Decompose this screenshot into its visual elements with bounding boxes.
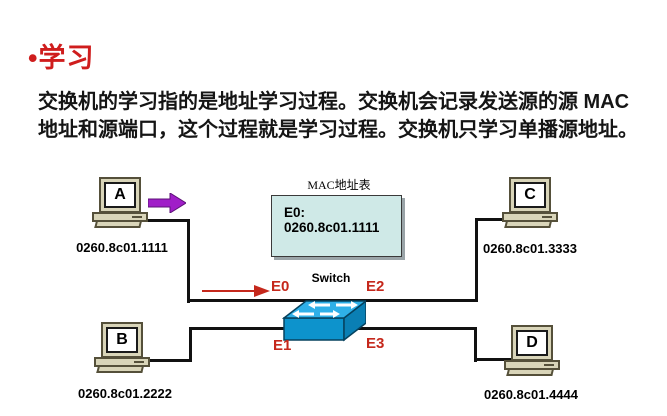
cable-host-a-horizontal <box>141 219 190 222</box>
host-d-base-icon <box>506 370 554 376</box>
body-text: 交换机的学习指的是地址学习过程。交换机会记录发送源的源 MAC 地址和源端口，这… <box>38 88 663 144</box>
host-a-letter: A <box>104 182 136 208</box>
host-c-base-icon <box>504 222 552 228</box>
mac-table-entry: E0: 0260.8c01.1111 <box>284 205 380 235</box>
cable-host-a-vertical <box>187 219 190 303</box>
host-a-monitor-icon: A <box>99 177 141 213</box>
body-text-line-2: 地址和源端口，这个过程就是学习过程。交换机只学习单播源地址。 <box>38 119 638 141</box>
host-b-monitor-icon: B <box>101 322 143 358</box>
cable-host-c-horizontal <box>475 218 513 221</box>
cable-host-d-vertical <box>474 329 477 362</box>
host-c-icon: C <box>502 177 560 228</box>
host-d-mac-label: 0260.8c01.4444 <box>484 387 578 402</box>
mac-table-box: E0: 0260.8c01.1111 <box>271 195 402 257</box>
host-b-mac-label: 0260.8c01.2222 <box>78 386 172 401</box>
host-b-system-unit-icon <box>94 357 150 367</box>
page-title: •学习 <box>28 43 95 73</box>
red-arrow-icon <box>202 285 270 297</box>
host-a-mac-label: 0260.8c01.1111 <box>76 240 168 255</box>
host-b-base-icon <box>96 367 144 373</box>
host-d-monitor-icon: D <box>511 325 553 361</box>
cable-host-c-vertical <box>475 218 478 302</box>
host-d-letter: D <box>516 330 548 356</box>
port-label-e1: E1 <box>273 337 292 354</box>
cable-host-d-horizontal <box>474 358 516 361</box>
frame-send-arrow-icon <box>148 193 186 213</box>
host-c-mac-label: 0260.8c01.3333 <box>483 241 577 256</box>
host-d-icon: D <box>504 325 562 376</box>
mac-table-title: MAC地址表 <box>307 178 371 192</box>
host-a-base-icon <box>94 222 142 228</box>
host-b-icon: B <box>94 322 152 373</box>
switch-label: Switch <box>311 271 351 285</box>
cable-host-b-vertical <box>189 329 192 362</box>
body-text-line-1: 交换机的学习指的是地址学习过程。交换机会记录发送源的源 MAC <box>38 91 630 113</box>
host-c-system-unit-icon <box>502 212 558 222</box>
host-d-system-unit-icon <box>504 360 560 370</box>
port-label-e2: E2 <box>366 278 385 295</box>
port-label-e3: E3 <box>366 335 385 352</box>
host-a-system-unit-icon <box>92 212 148 222</box>
host-b-letter: B <box>106 327 138 353</box>
cable-host-b-horizontal <box>144 359 192 362</box>
switch-icon <box>282 300 366 342</box>
switch-arrows-icon <box>292 301 358 318</box>
port-label-e0: E0 <box>271 278 290 295</box>
host-a-icon: A <box>92 177 150 228</box>
host-c-monitor-icon: C <box>509 177 551 213</box>
host-c-letter: C <box>514 182 546 208</box>
